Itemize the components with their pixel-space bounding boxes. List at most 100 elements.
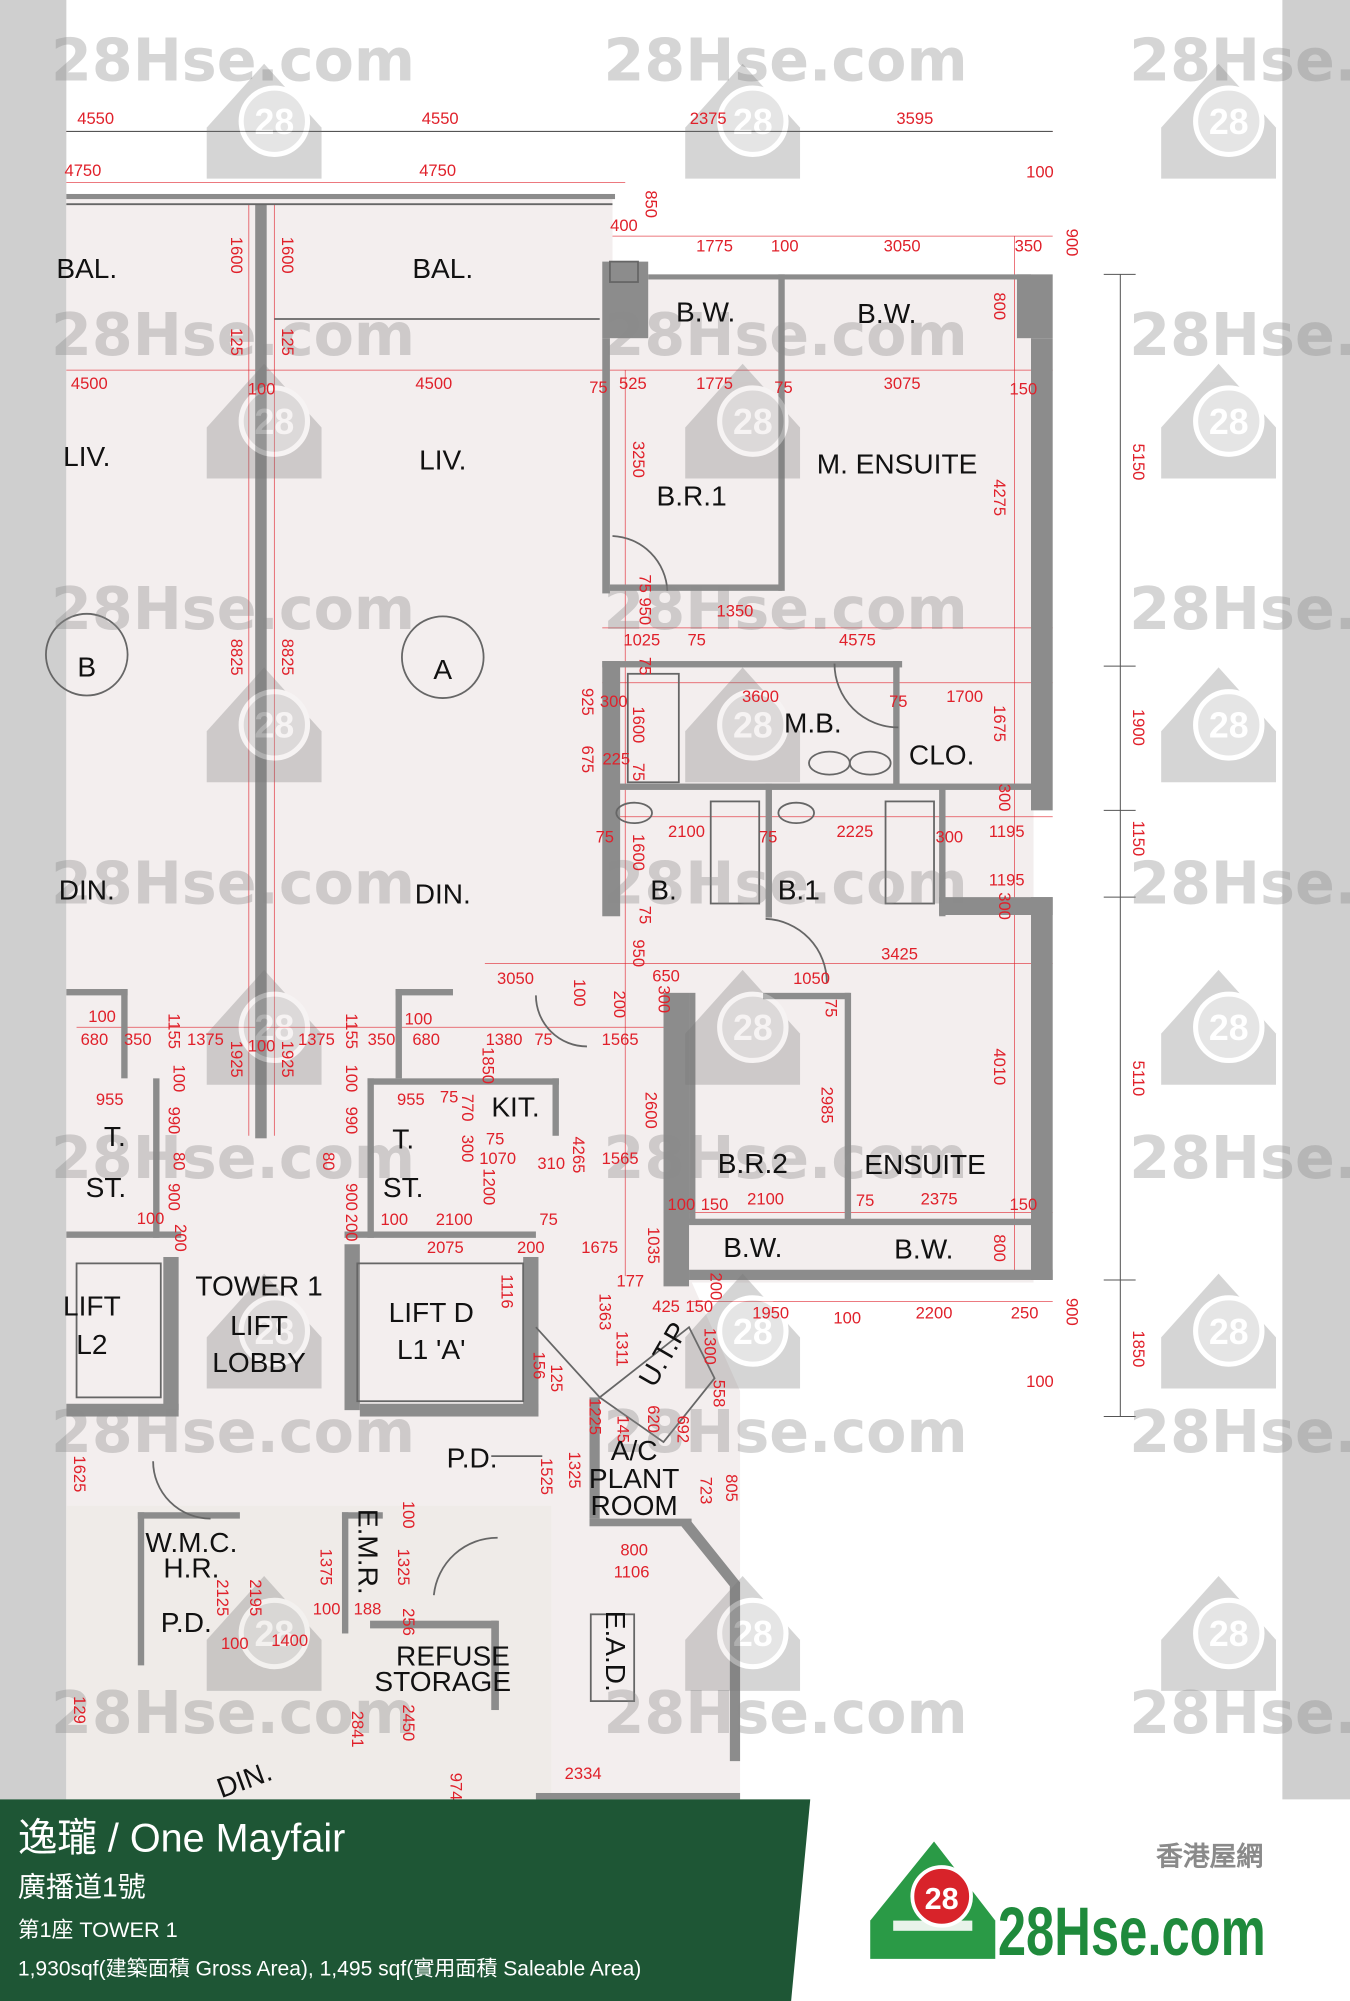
dimension-label: 680 xyxy=(412,1030,440,1049)
dimension-label: 1375 xyxy=(298,1030,335,1049)
dimension-label: 1850 xyxy=(1129,1330,1148,1367)
dimension-label: 300 xyxy=(654,985,673,1013)
watermark-badge: 28 xyxy=(1209,1312,1249,1352)
dimension-label: 1625 xyxy=(70,1456,89,1493)
room-label: B.W. xyxy=(857,298,916,329)
room-label: PLANT xyxy=(589,1463,679,1494)
room-label: LOBBY xyxy=(212,1347,306,1378)
dimension-label: 300 xyxy=(458,1135,477,1163)
watermark-text: 28Hse.com xyxy=(51,850,415,918)
watermark-text: 28Hse.com xyxy=(604,850,968,918)
dimension-label: 125 xyxy=(547,1364,566,1392)
room-label: DIN. xyxy=(415,879,471,910)
dimension-label: 75 xyxy=(774,378,792,397)
dimension-label: 1200 xyxy=(480,1168,499,1205)
watermark-house-icon: 28 xyxy=(1161,667,1276,783)
watermark-house-icon: 28 xyxy=(206,1273,322,1389)
dimension-label: 3600 xyxy=(742,687,779,706)
property-address: 廣播道1號 xyxy=(18,1871,146,1902)
room-label: B xyxy=(77,651,96,682)
dimension-label: 900 xyxy=(1063,1298,1082,1326)
watermark-text: 28Hse.com xyxy=(1129,26,1350,94)
dimension-label: 75 xyxy=(687,631,705,650)
dimension-label: 3425 xyxy=(881,945,918,964)
room-label: B. xyxy=(650,875,677,906)
dimension-label: 150 xyxy=(701,1195,729,1214)
watermarks: 28Hse.com 28Hse.com 28Hse.com 28Hse.com 28Hs… xyxy=(51,26,1350,1747)
watermark-house-icon: 28 xyxy=(685,63,801,179)
watermark-badge: 28 xyxy=(733,102,773,142)
dimension-label: 100 xyxy=(1026,162,1054,181)
room-label: B.1 xyxy=(778,875,820,906)
room-label: ST. xyxy=(383,1172,424,1203)
watermark-house-icon: 28 xyxy=(685,363,801,479)
dimension-label: 300 xyxy=(995,784,1014,812)
dimension-label: 675 xyxy=(578,745,597,773)
dimension-label: 1675 xyxy=(990,705,1009,742)
dimension-label: 900 xyxy=(1063,229,1082,257)
walls xyxy=(45,193,1053,1800)
right-margin-strip xyxy=(1282,0,1350,1800)
watermark-house-icon: 28 xyxy=(206,63,322,179)
dimension-label: 1116 xyxy=(497,1274,516,1308)
dimension-label: 2600 xyxy=(642,1092,661,1129)
dimension-label: 8825 xyxy=(227,639,246,676)
dimension-label: 974 xyxy=(446,1773,465,1801)
watermark-house-icon: 28 xyxy=(206,969,322,1085)
unit-a-circle xyxy=(401,615,485,699)
property-title: 逸瓏 / One Mayfair xyxy=(18,1817,345,1861)
dimension-label: 955 xyxy=(397,1090,425,1109)
dimension-label: 805 xyxy=(722,1474,741,1502)
watermark-text: 28Hse.com xyxy=(1129,301,1350,369)
dimension-label: 200 xyxy=(342,1214,361,1242)
watermark-text: 28Hse.com xyxy=(604,301,968,369)
dimension-label: 4500 xyxy=(71,374,108,393)
watermark-badge: 28 xyxy=(733,402,773,442)
dimension-label: 125 xyxy=(227,328,246,356)
dimension-label: 4575 xyxy=(839,631,876,650)
room-label: ENSUITE xyxy=(864,1149,986,1180)
dimension-label: 3075 xyxy=(884,374,921,393)
watermark-house-icon: 28 xyxy=(1161,969,1276,1085)
room-label: P.D. xyxy=(447,1443,498,1474)
dimension-label: 1400 xyxy=(271,1631,308,1650)
watermark-text: 28Hse.com xyxy=(604,575,968,643)
dimension-label: 256 xyxy=(399,1608,418,1636)
dimension-label: 1150 xyxy=(1129,821,1148,857)
tower-label: 第1座 TOWER 1 xyxy=(18,1917,178,1942)
dimension-label: 75 xyxy=(486,1130,504,1149)
dimension-label: 1700 xyxy=(946,687,983,706)
watermark-badge: 28 xyxy=(1209,402,1249,442)
dimension-label: 2195 xyxy=(246,1579,265,1616)
dimension-label: 990 xyxy=(164,1107,183,1135)
dimension-label: 2985 xyxy=(818,1087,837,1124)
dimension-lines xyxy=(66,130,1136,1418)
watermark-house-icon: 28 xyxy=(1161,363,1276,479)
room-label: E.M.R. xyxy=(353,1509,384,1595)
room-label: W.M.C. xyxy=(145,1527,237,1558)
dimension-label: 100 xyxy=(170,1065,189,1093)
dimension-label: 425 xyxy=(652,1297,680,1316)
watermark-house-icon: 28 xyxy=(206,1576,322,1691)
watermark-house-icon: 28 xyxy=(685,667,801,783)
room-label: A xyxy=(433,654,452,685)
room-label: LIFT xyxy=(230,1310,288,1341)
dimension-label: 310 xyxy=(537,1154,565,1173)
dimension-label: 350 xyxy=(368,1030,396,1049)
watermark-house-icon: 28 xyxy=(685,1273,801,1389)
dimension-label: 100 xyxy=(313,1599,341,1618)
dimension-label: 692 xyxy=(674,1415,693,1443)
dimension-label: 100 xyxy=(248,1037,276,1056)
dimension-label: 300 xyxy=(995,892,1014,920)
dimension-label: 1925 xyxy=(227,1041,246,1078)
dimension-label: 400 xyxy=(610,216,638,235)
watermark-badge: 28 xyxy=(733,706,773,746)
dimension-label: 800 xyxy=(620,1541,648,1560)
room-label: ROOM xyxy=(591,1490,678,1521)
room-label: LIFT D xyxy=(389,1297,474,1328)
watermark-badge: 28 xyxy=(1209,102,1249,142)
dimension-label: 1106 xyxy=(614,1562,650,1581)
room-label: T. xyxy=(392,1124,414,1155)
